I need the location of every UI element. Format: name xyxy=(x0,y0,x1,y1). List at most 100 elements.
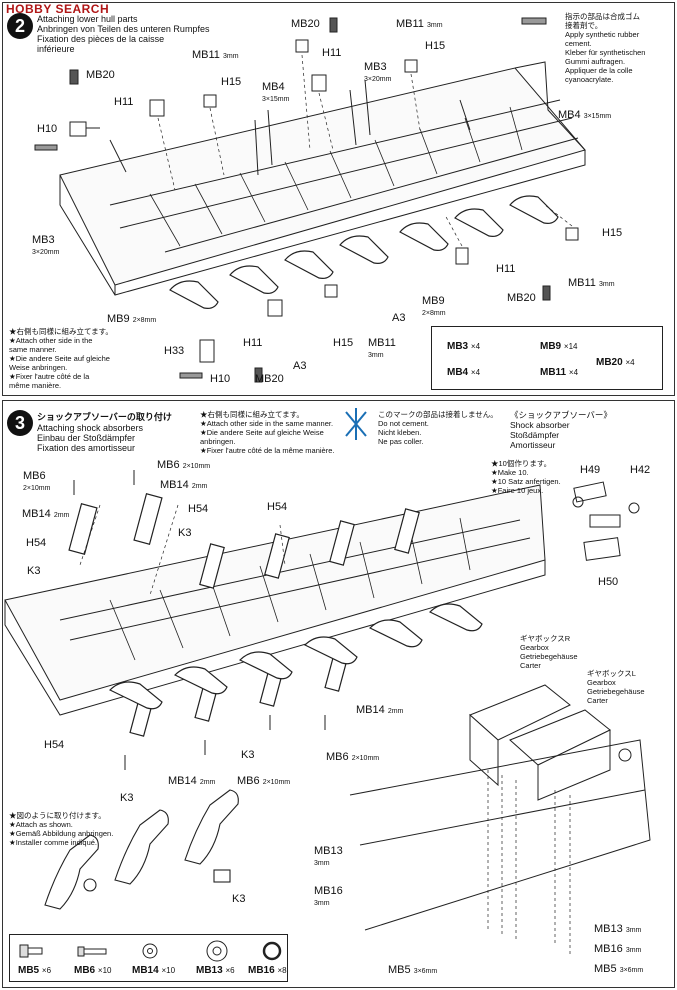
step3-parts-box: MB5 ×6 MB6 ×10 MB14 ×10 MB13 ×6 MB16 ×8 xyxy=(9,934,288,982)
label-mb4-size: 3×15mm xyxy=(262,96,290,103)
part-name: MB5 xyxy=(18,965,40,976)
no-cement-de: Nicht kleben. xyxy=(378,428,422,437)
step3-other-side-en: ★Attach other side in the same manner. xyxy=(200,419,334,428)
label-mb11: MB11 3mm xyxy=(568,278,615,290)
label-mb14: MB14 2mm xyxy=(160,480,207,492)
step2-other-side-en: ★Attach other side in the xyxy=(9,336,93,345)
label-mb11-size: 3mm xyxy=(222,53,239,60)
label-mb11-text: MB11 xyxy=(568,277,596,289)
glue-note-fr2: cyanoacrylate. xyxy=(565,75,614,84)
gearbox-l-jp: ギヤボックスL xyxy=(587,669,636,678)
label-mb4: MB4 3×15mm xyxy=(558,110,611,122)
glue-note-en2: cement. xyxy=(565,39,592,48)
label-mb20: MB20 xyxy=(507,292,536,304)
label-mb16-text: MB16 xyxy=(594,943,623,955)
step2-parts-box: MB3 ×4 MB9 ×14 MB20 ×4 MB4 ×4 MB11 ×4 xyxy=(431,326,663,390)
label-mb6-text: MB6 xyxy=(326,751,349,763)
label-mb6-text: MB6 xyxy=(237,775,260,787)
label-mb13-text: MB13 xyxy=(314,845,343,857)
label-mb16: MB16 3mm xyxy=(314,886,343,909)
label-mb6-size: 2×10mm xyxy=(182,463,211,470)
label-mb4-text: MB4 xyxy=(262,81,285,93)
label-mb6-size: 2×10mm xyxy=(23,485,51,492)
label-mb14-text: MB14 xyxy=(356,704,385,716)
gearbox-r-en: Gearbox xyxy=(520,643,549,652)
glue-note-jp: 指示の部品は合成ゴム xyxy=(565,12,640,21)
step2-other-side-jp: ★右側も同様に組み立てます。 xyxy=(9,327,113,336)
parts-box-item: MB14 ×10 xyxy=(132,965,175,976)
parts-box-item: MB16 ×8 xyxy=(248,965,287,976)
parts-box-item: MB13 ×6 xyxy=(196,965,235,976)
label-mb9: MB9 2×8mm xyxy=(107,314,156,326)
step2-other-side-fr2: même manière. xyxy=(9,381,62,390)
parts-box-item: MB9 ×14 xyxy=(540,341,577,352)
label-mb6: MB6 2×10mm xyxy=(237,776,290,788)
step-number-3: 3 xyxy=(7,410,33,436)
part-qty: ×4 xyxy=(568,368,579,377)
part-name: MB20 xyxy=(596,357,623,368)
part-name: MB4 xyxy=(447,367,469,378)
shock-absorber-heading: 《ショックアブソーバー》 Shock absorber Stoßdämpfer … xyxy=(510,410,630,450)
parts-box-item: MB5 ×6 xyxy=(18,965,51,976)
label-mb11-text: MB11 xyxy=(192,49,220,61)
label-mb5-size: 3×6mm xyxy=(413,968,438,975)
gearbox-l-note: ギヤボックスL Gearbox Getriebegehäuse Carter xyxy=(587,669,669,705)
gearbox-r-de: Getriebegehäuse xyxy=(520,652,578,661)
label-h11: H11 xyxy=(243,337,263,349)
label-h15: H15 xyxy=(602,227,623,239)
label-h42: H42 xyxy=(630,464,651,476)
part-name: MB14 xyxy=(132,965,159,976)
part-qty: ×6 xyxy=(41,966,52,975)
part-name: MB16 xyxy=(248,965,275,976)
label-mb11-size: 3mm xyxy=(426,22,443,29)
label-mb16: MB16 3mm xyxy=(594,944,641,956)
shock-jp: 《ショックアブソーバー》 xyxy=(510,410,612,420)
label-k3: K3 xyxy=(232,893,246,905)
step2-title-fr2: inférieure xyxy=(37,44,75,54)
part-qty: ×10 xyxy=(97,966,112,975)
label-mb11: MB11 3mm xyxy=(368,338,396,361)
label-mb5-text: MB5 xyxy=(594,963,617,975)
step2-other-side-note: ★右側も同様に組み立てます。 ★Attach other side in the… xyxy=(9,327,119,390)
label-mb9-size: 2×8mm xyxy=(132,317,157,324)
label-mb9-text: MB9 xyxy=(422,295,445,307)
parts-box-item: MB4 ×4 xyxy=(447,367,480,378)
glue-note-jp2: 接着剤で。 xyxy=(565,21,603,30)
label-mb14-size: 2mm xyxy=(53,512,70,519)
make10-de: ★10 Satz anfertigen. xyxy=(491,477,561,486)
label-mb4-size: 3×15mm xyxy=(583,113,612,120)
part-qty: ×4 xyxy=(470,368,481,377)
label-h50: H50 xyxy=(598,576,619,588)
label-h54: H54 xyxy=(188,503,209,515)
label-mb3-text: MB3 xyxy=(364,61,387,73)
as-shown-en: ★Attach as shown. xyxy=(9,820,73,829)
step3-title-jp: ショックアブソーバーの取り付け xyxy=(37,412,172,422)
label-mb16-text: MB16 xyxy=(314,885,343,897)
shock-fr: Amortisseur xyxy=(510,440,556,450)
as-shown-jp: ★図のように取り付けます。 xyxy=(9,811,106,820)
parts-box-item: MB3 ×4 xyxy=(447,341,480,352)
step3-title-block: ショックアブソーバーの取り付け Attaching shock absorber… xyxy=(37,410,207,453)
label-mb11-size: 3mm xyxy=(368,352,384,359)
gearbox-l-fr: Carter xyxy=(587,696,608,705)
label-mb11-text: MB11 xyxy=(368,337,396,349)
label-a3: A3 xyxy=(293,360,307,372)
label-mb13: MB13 3mm xyxy=(594,924,641,936)
label-k3: K3 xyxy=(241,749,255,761)
step2-title-fr: Fixation des pièces de la caisse xyxy=(37,34,165,44)
make10-fr: ★Faire 10 jeux. xyxy=(491,486,544,495)
step2-other-side-fr: ★Fixer l'autre côté de la xyxy=(9,372,90,381)
label-k3: K3 xyxy=(27,565,41,577)
label-mb14-text: MB14 xyxy=(168,775,197,787)
step2-title-block: Attaching lower hull parts Anbringen von… xyxy=(37,14,297,54)
label-mb6-text: MB6 xyxy=(23,470,46,482)
make10-jp: ★10個作ります。 xyxy=(491,459,552,468)
step3-title-en: Attaching shock absorbers xyxy=(37,423,144,433)
label-mb16-size: 3mm xyxy=(314,900,330,907)
label-mb14: MB14 2mm xyxy=(356,705,403,717)
step3-hull-drawing xyxy=(4,408,651,955)
label-mb16-size: 3mm xyxy=(625,947,642,954)
